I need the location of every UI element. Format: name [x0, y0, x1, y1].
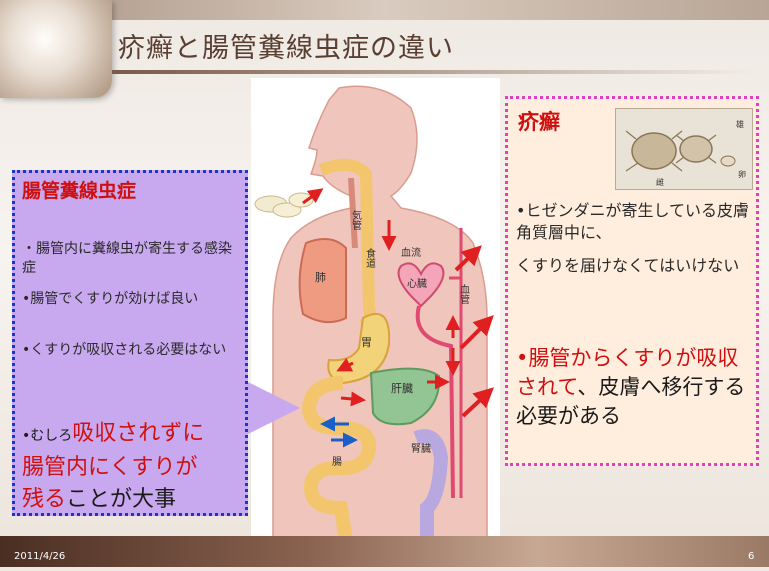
left-bullet-1: ・腸管内に糞線虫が寄生する感染症: [22, 241, 232, 276]
mite-label-male: 雄: [736, 119, 744, 129]
label-kidney: 腎臓: [411, 443, 431, 455]
arrow-mouth: [302, 188, 324, 205]
kidney-shape: [413, 429, 449, 548]
right-emphasis-red: •腸管からくすりが吸収されて: [516, 346, 739, 399]
blood-vessel-left: [415, 305, 455, 499]
heart-shape: [397, 262, 445, 308]
mite-illustration: 雄 雌 卵: [625, 119, 746, 187]
left-summary-prefix: •むしろ: [22, 428, 73, 444]
label-esophagus: 食道: [364, 247, 376, 268]
liver-shape: [369, 367, 441, 426]
right-bullet-2: くすりを届けなくてはいけない: [516, 256, 740, 275]
glassware-photo: [0, 0, 112, 98]
label-lung: 肺: [315, 271, 326, 284]
page-number: 6: [748, 551, 755, 562]
mite-photo: 雄 雌 卵: [615, 108, 753, 190]
label-blood-flow: 血流: [401, 246, 421, 259]
arrow-out-1: [454, 245, 482, 272]
left-summary-red-3: 残る: [22, 487, 67, 512]
label-stomach: 胃: [361, 336, 372, 349]
slide-title: 疥癬と腸管糞線虫症の違い: [118, 33, 454, 64]
mite-label-egg: 卵: [738, 169, 746, 179]
right-emphasis-rest: 、皮膚へ移行する必要がある: [516, 375, 746, 428]
left-summary: •むしろ吸収されずに 腸管内にくすりが 残ることが大事: [22, 418, 252, 516]
left-callout-box: [12, 170, 248, 516]
right-callout-title: 疥癬: [518, 110, 560, 134]
label-intestine: 腸: [330, 456, 342, 467]
anatomy-svg: 気管 食道 肺 血流 心臓 血管 胃 肝臓 腸 腎臓 肛門: [254, 85, 494, 568]
left-summary-suffix: ことが大事: [66, 487, 177, 512]
arrow-out-2: [459, 315, 494, 350]
left-summary-red-2: 腸管内にくすりが: [22, 455, 198, 480]
left-callout-title: 腸管糞線虫症: [22, 180, 137, 202]
label-blood-vessel: 血管: [458, 283, 470, 305]
label-liver: 肝臓: [391, 382, 413, 395]
anatomy-diagram: 気管 食道 肺 血流 心臓 血管 胃 肝臓 腸 腎臓 肛門: [251, 78, 500, 568]
arrow-intestine-liver: [340, 391, 366, 407]
intestine-coil: [301, 376, 377, 550]
pills-icon: [254, 192, 314, 218]
trachea-tube: [348, 177, 358, 249]
footer-date: 2011/4/26: [14, 551, 66, 562]
bottom-decor-band: [0, 536, 769, 567]
left-summary-red-1: 吸収されずに: [72, 421, 205, 446]
left-bullet-3: •くすりが吸収される必要はない: [22, 342, 227, 358]
lung-shape: [298, 238, 347, 324]
left-bullet-2: •腸管でくすりが効けば良い: [22, 291, 199, 307]
mite-label-female: 雌: [656, 177, 664, 187]
right-emphasis: •腸管からくすりが吸収されて、皮膚へ移行する必要がある: [516, 344, 756, 431]
title-underline: [112, 70, 752, 74]
label-trachea: 気管: [350, 209, 362, 231]
left-callout-pointer: [244, 380, 300, 436]
right-bullet-1: •ヒゼンダニが寄生している皮膚角質層中に、: [516, 201, 749, 242]
label-heart: 心臓: [407, 278, 427, 290]
top-decor-strip: [0, 0, 769, 20]
arrow-out-3: [461, 387, 494, 418]
arrow-stomach: [336, 357, 354, 372]
